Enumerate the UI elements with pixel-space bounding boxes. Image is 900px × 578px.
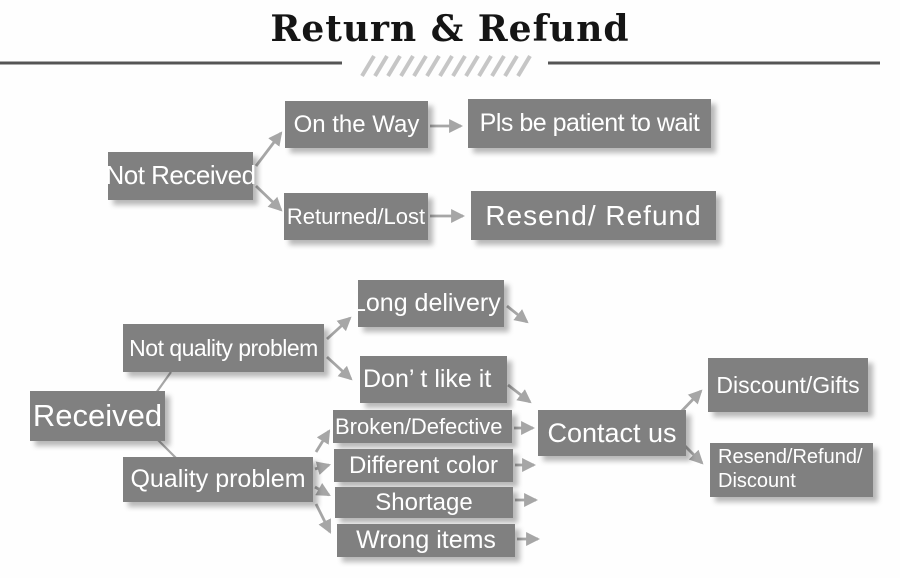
node-returned-lost: Returned/Lost (284, 193, 428, 240)
arrow-long-delivery-out (506, 304, 529, 324)
node-broken-defective: Broken/Defective (333, 410, 512, 443)
line-received-to-quality (157, 439, 177, 459)
arrow-dont-like-to-contact (507, 383, 532, 404)
node-on-the-way: On the Way (285, 101, 428, 148)
arrow-quality-to-broken (314, 429, 331, 453)
arrow-not-quality-to-dont-like (326, 355, 353, 381)
node-dont-like-it: Don’ t like it (360, 356, 507, 403)
arrow-not-quality-to-long-delivery (326, 316, 352, 341)
node-different-color: Different color (334, 449, 513, 482)
hatch-marks (360, 54, 532, 78)
node-wrong-items: Wrong items (337, 524, 515, 557)
node-resend-refund: Resend/ Refund (471, 191, 716, 240)
node-discount-gifts: Discount/Gifts (708, 358, 868, 412)
arrow-quality-to-shortage (314, 483, 331, 497)
node-resend-refund-discount: Resend/Refund/ Discount (710, 443, 873, 497)
node-long-delivery: Long delivery (352, 280, 504, 327)
node-not-received: Not Received (105, 152, 256, 200)
node-pls-be-patient: Pls be patient to wait (468, 99, 711, 148)
page-title: Return & Refund (270, 8, 630, 50)
arrow-quality-to-wrong (314, 503, 332, 534)
node-contact-us: Contact us (538, 410, 686, 456)
arrow-quality-to-different (314, 461, 332, 475)
node-not-quality-problem: Not quality problem (123, 324, 324, 372)
node-received: Received (30, 391, 165, 441)
arrow-not-received-to-returned-lost (255, 184, 283, 212)
node-resend-refund-discount-line2: Discount (718, 470, 796, 492)
arrow-not-received-to-on-the-way (254, 131, 283, 167)
line-received-to-not-quality (155, 371, 172, 394)
node-resend-refund-discount-line1: Resend/Refund/ (718, 446, 863, 469)
node-shortage: Shortage (335, 487, 513, 518)
node-quality-problem: Quality problem (123, 457, 313, 502)
